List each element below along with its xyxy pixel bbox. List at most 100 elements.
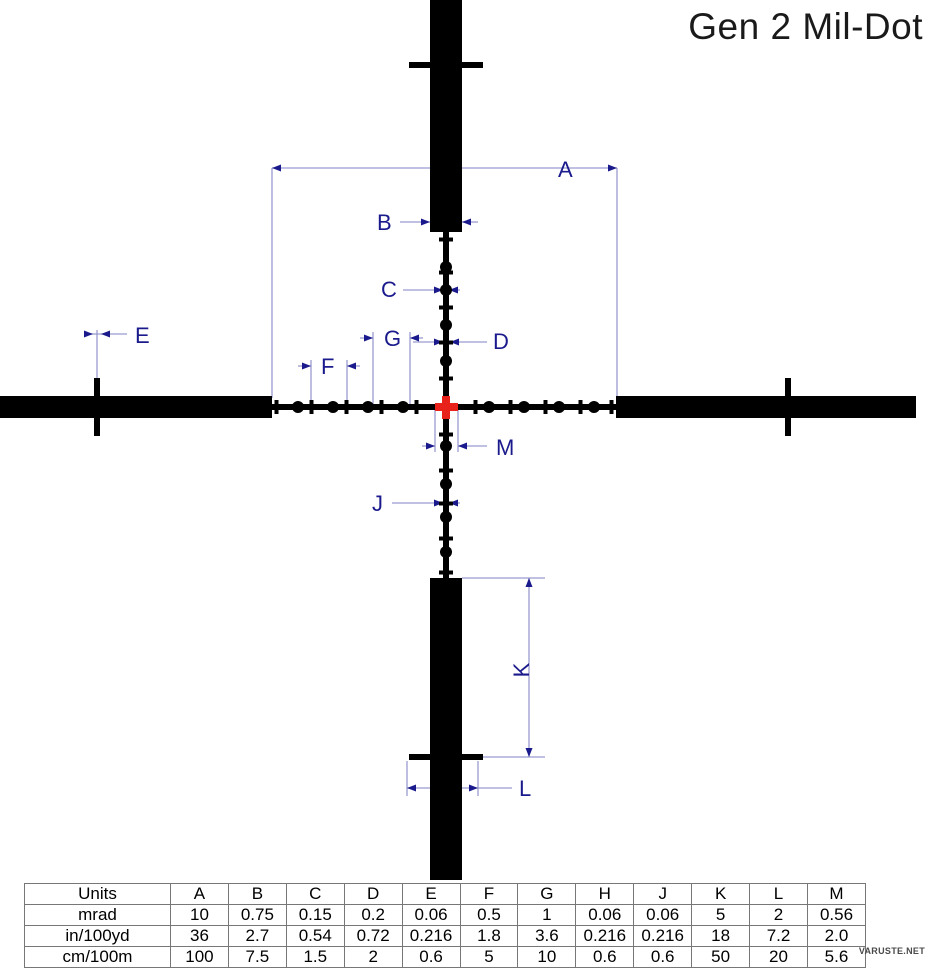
cell-g: 3.6: [517, 925, 577, 947]
v-tick-down-4: [439, 536, 453, 541]
table-header-f: F: [459, 883, 519, 905]
arrow-g-right: [410, 334, 419, 342]
cell-e: 0.06: [401, 904, 461, 926]
dimension-lines: [85, 167, 618, 796]
label-d: D: [493, 329, 509, 354]
v-dot-up-4: [440, 261, 452, 273]
row-unit-label: cm/100m: [24, 946, 171, 968]
row-unit-label: mrad: [24, 904, 171, 926]
page-title: Gen 2 Mil-Dot: [688, 6, 923, 47]
table-header-m: M: [806, 883, 867, 905]
cell-c: 1.5: [285, 946, 345, 968]
right-bar-hash: [785, 378, 791, 436]
cell-l: 20: [749, 946, 808, 968]
cell-l: 2: [749, 904, 808, 926]
cell-k: 50: [691, 946, 751, 968]
top-thick-bar: [430, 0, 462, 232]
vertical-mil-marks: [439, 237, 453, 575]
horizontal-mil-marks: [274, 400, 614, 414]
cell-b: 7.5: [227, 946, 287, 968]
table-header-j: J: [633, 883, 693, 905]
center-cross-vertical: [442, 396, 450, 419]
specification-table: Units A B C D E F G H J K L M mrad 10 0.…: [24, 883, 867, 968]
cell-h: 0.06: [575, 904, 635, 926]
label-e: E: [135, 323, 150, 348]
h-dot-right-2: [518, 401, 530, 413]
arrow-m-left: [426, 442, 435, 450]
label-a: A: [558, 157, 573, 182]
label-m: M: [496, 435, 514, 460]
h-tick-left-3: [344, 400, 349, 414]
cell-g: 10: [517, 946, 577, 968]
cell-m: 5.6: [806, 946, 867, 968]
table-header-g: G: [517, 883, 577, 905]
table-header-a: A: [170, 883, 229, 905]
v-dot-down-2: [440, 478, 452, 490]
cell-f: 1.8: [459, 925, 519, 947]
cell-c: 0.54: [285, 925, 345, 947]
dimension-arrowheads: [84, 164, 617, 792]
table-header-k: K: [691, 883, 751, 905]
vertical-stem-lower: [443, 407, 449, 578]
cell-k: 5: [691, 904, 751, 926]
arrow-m-right: [458, 442, 467, 450]
arrow-l-left: [407, 784, 416, 792]
arrow-k-bottom: [525, 748, 533, 757]
v-dot-up-1: [440, 355, 452, 367]
v-tick-up-1: [439, 376, 453, 381]
arrow-c-right: [449, 286, 458, 294]
label-b: B: [377, 210, 392, 235]
arrow-b-right: [462, 218, 471, 226]
v-tick-down-5: [439, 570, 453, 575]
cell-m: 0.56: [806, 904, 867, 926]
cell-f: 5: [459, 946, 519, 968]
v-dot-up-3: [440, 284, 452, 296]
cell-a: 36: [170, 925, 229, 947]
table-header-b: B: [227, 883, 287, 905]
cell-a: 100: [170, 946, 229, 968]
cell-j: 0.6: [633, 946, 693, 968]
label-f: F: [321, 354, 334, 379]
arrow-g-left: [364, 334, 373, 342]
label-c: C: [381, 277, 397, 302]
table-row: mrad 10 0.75 0.15 0.2 0.06 0.5 1 0.06 0.…: [24, 904, 867, 926]
v-tick-down-2: [439, 468, 453, 473]
specification-table-wrapper: Units A B C D E F G H J K L M mrad 10 0.…: [24, 883, 867, 968]
table-header-e: E: [401, 883, 461, 905]
left-thick-bar: [0, 396, 272, 418]
v-tick-up-5: [439, 237, 453, 242]
bottom-thick-bar: [430, 578, 462, 880]
cell-c: 0.15: [285, 904, 345, 926]
h-dot-left-4: [292, 401, 304, 413]
v-tick-up-2: [439, 340, 453, 345]
v-dot-down-1: [440, 440, 452, 452]
arrow-f-left: [302, 362, 311, 370]
cell-d: 2: [343, 946, 403, 968]
h-tick-right-4: [578, 400, 583, 414]
cell-b: 0.75: [227, 904, 287, 926]
watermark: VARUSTE.NET: [858, 946, 925, 956]
cell-e: 0.216: [401, 925, 461, 947]
horizontal-stem-right: [446, 404, 616, 410]
h-tick-left-5: [274, 400, 279, 414]
cell-g: 1: [517, 904, 577, 926]
table-row: cm/100m 100 7.5 1.5 2 0.6 5 10 0.6 0.6 5…: [24, 946, 867, 968]
h-tick-right-2: [508, 400, 513, 414]
h-tick-left-2: [379, 400, 384, 414]
arrow-f-right: [347, 362, 356, 370]
row-unit-label: in/100yd: [24, 925, 171, 947]
v-tick-down-1: [439, 432, 453, 437]
arrow-l-right: [469, 784, 478, 792]
cell-l: 7.2: [749, 925, 808, 947]
h-dot-right-3: [553, 401, 565, 413]
label-k: K: [509, 662, 534, 677]
arrow-a-right: [608, 164, 617, 172]
cell-e: 0.6: [401, 946, 461, 968]
arrow-e-right: [101, 330, 110, 338]
cell-j: 0.06: [633, 904, 693, 926]
table-header-h: H: [575, 883, 635, 905]
cell-m: 2.0: [806, 925, 867, 947]
cell-d: 0.2: [343, 904, 403, 926]
h-dot-left-2: [362, 401, 374, 413]
arrow-c-left: [434, 286, 443, 294]
